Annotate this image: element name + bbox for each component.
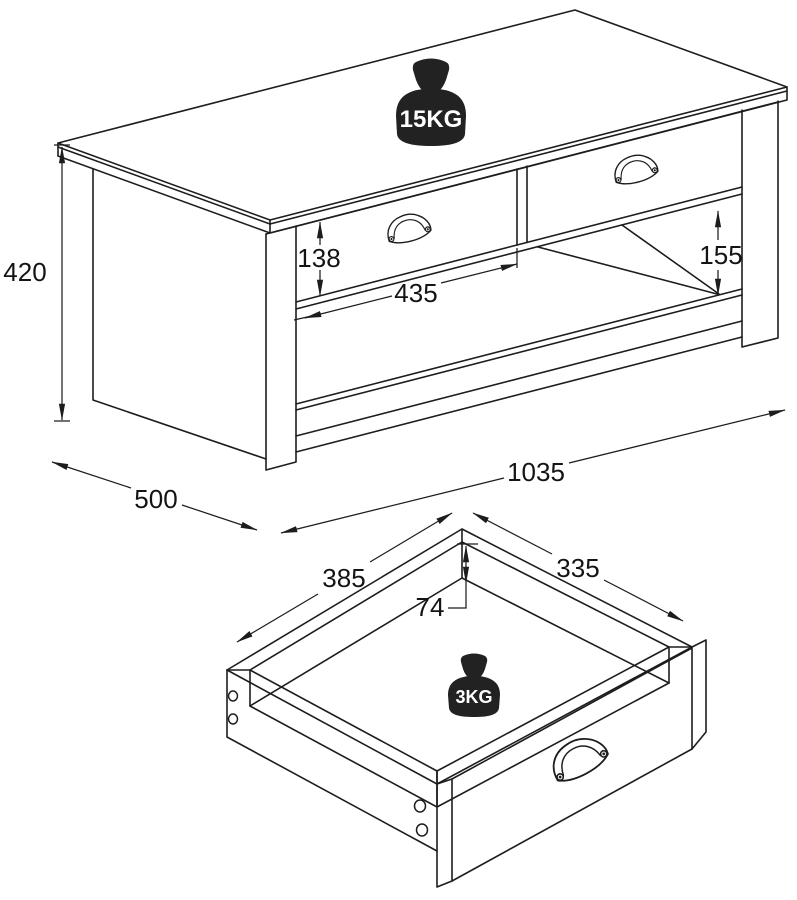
max-load-15kg-icon: 15KG — [396, 58, 466, 146]
drawer-handle-icon — [609, 149, 661, 189]
shelf-front-edge — [295, 288, 743, 411]
dim-depth-label: 500 — [134, 484, 177, 514]
drawer-handle-icon — [543, 728, 613, 788]
table-isometric-view: 15KG 420 138 435 155 — [3, 9, 788, 534]
dowel-hole — [227, 690, 239, 702]
drawer-handle-icon — [382, 208, 434, 248]
dim-drawer-height-label: 138 — [297, 243, 340, 273]
dim-drawer-inner-width-label: 385 — [322, 563, 365, 593]
drawer-detail-view: 3KG 385 335 74 — [226, 512, 707, 888]
dowel-hole — [227, 713, 239, 725]
dim-shelf-height-label: 155 — [699, 240, 742, 270]
dim-width-label: 1035 — [507, 457, 565, 487]
max-load-3kg-icon: 3KG — [448, 653, 500, 717]
dimension-depth-500: 500 — [51, 461, 258, 531]
dimension-shelf-height-155: 155 — [699, 210, 743, 296]
dimension-drawer-inner-depth-335: 335 — [472, 512, 684, 622]
dim-drawer-inner-depth-label: 335 — [556, 553, 599, 583]
dim-drawer-inner-height-label: 74 — [416, 592, 445, 622]
dimension-drawer-inner-width-385: 385 — [236, 512, 453, 643]
left-side-panel — [92, 168, 267, 460]
dim-height-label: 420 — [3, 257, 46, 287]
dimension-drawer-width-435: 435 — [293, 248, 518, 321]
shelf-sight-lines — [537, 224, 720, 295]
max-load-15kg-label: 15KG — [400, 106, 463, 133]
drawer-box — [226, 528, 707, 888]
cabinet-front — [265, 100, 779, 471]
dimension-height-420: 420 — [3, 144, 70, 422]
dowel-hole — [413, 799, 427, 813]
dimension-drawer-height-138: 138 — [297, 221, 341, 297]
dimension-width-1035: 1035 — [280, 409, 786, 534]
max-load-3kg-label: 3KG — [455, 687, 492, 707]
dimension-drawer-inner-height-74: 74 — [416, 543, 478, 622]
dowel-hole — [415, 823, 429, 837]
drawer-bottom-edge — [295, 186, 743, 310]
dim-drawer-width-label: 435 — [394, 278, 437, 308]
bottom-rail — [295, 320, 743, 453]
drawer-divider — [516, 165, 528, 246]
